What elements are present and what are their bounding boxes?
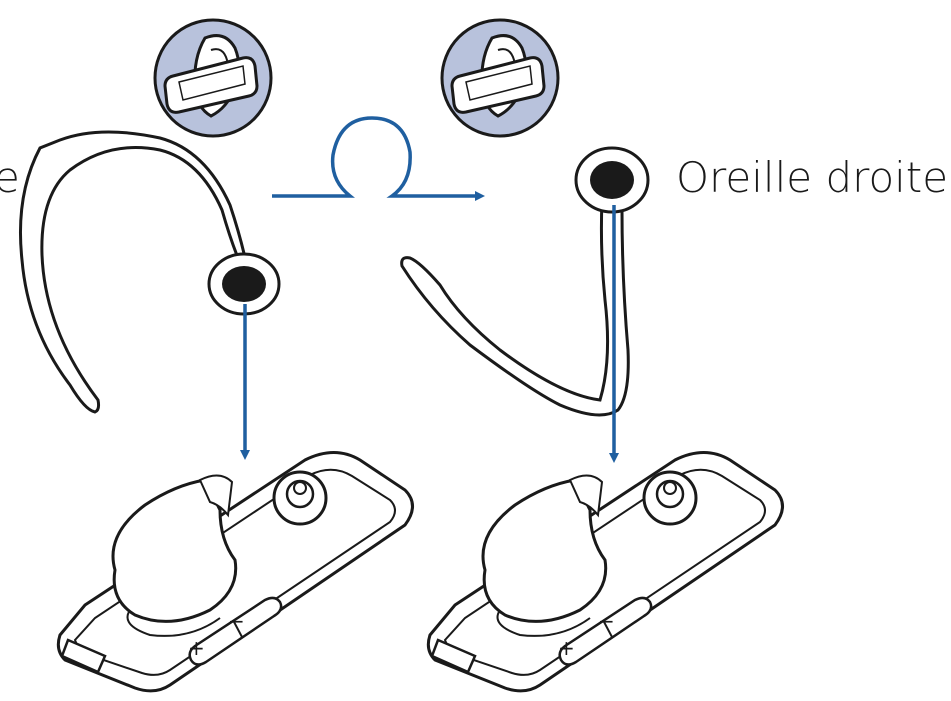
left-ear-label: e — [0, 153, 20, 202]
right-earloop-ring-inner — [590, 161, 634, 199]
left-earloop — [19, 130, 249, 414]
right-ear-badge — [440, 18, 560, 138]
left-volume-up: + — [188, 636, 205, 660]
right-volume-down: − — [598, 609, 615, 633]
right-headset — [426, 451, 784, 693]
right-earloop — [400, 197, 630, 417]
right-ear-label: Oreille droite — [676, 153, 948, 202]
left-volume-down: − — [228, 609, 245, 633]
flip-arrow — [272, 116, 485, 201]
left-ear-badge — [153, 18, 273, 138]
left-headset — [56, 451, 414, 693]
right-volume-up: + — [558, 636, 575, 660]
left-earloop-ring-inner — [222, 266, 266, 302]
